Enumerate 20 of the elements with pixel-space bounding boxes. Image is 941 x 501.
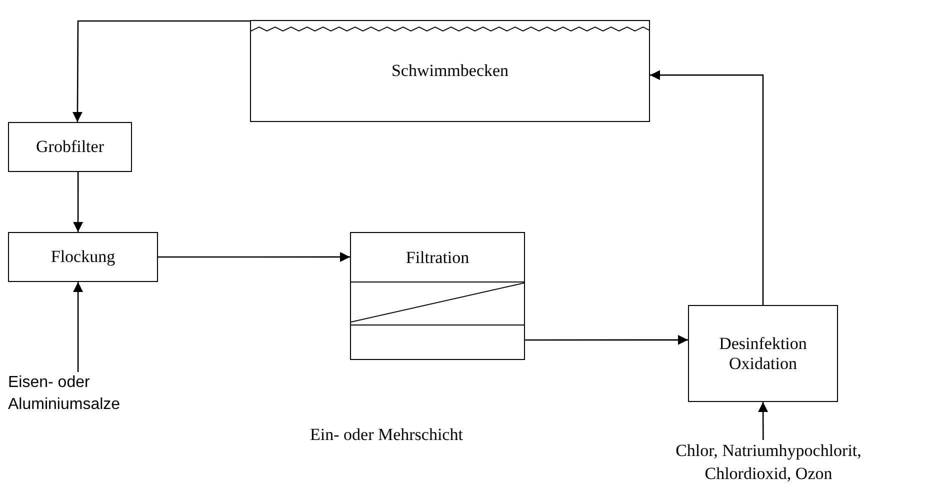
annotation-text: Chlor, Natriumhypochlorit, Chlordioxid, Ozon <box>636 440 901 492</box>
box-label: Flockung <box>50 247 116 267</box>
box-label: Schwimmbecken <box>391 61 509 81</box>
box-label: Filtration <box>404 247 470 269</box>
flow-arrow <box>525 334 688 345</box>
box-label: Desinfektion Oxidation <box>718 334 808 374</box>
flow-arrow <box>73 282 84 372</box>
flow-arrow <box>758 402 768 440</box>
flow-arrow <box>158 252 350 262</box>
caption-text: Ein- oder Mehrschicht <box>310 425 463 445</box>
process-box <box>8 232 158 282</box>
filter-box <box>350 232 525 360</box>
annotation-text: Eisen- oder Aluminiumsalze <box>8 372 158 418</box>
process-box <box>688 305 838 402</box>
flow-arrow <box>72 20 250 122</box>
flow-arrow <box>73 172 84 232</box>
pool-box <box>250 20 650 122</box>
box-label: Grobfilter <box>36 137 104 157</box>
flow-arrow <box>650 70 764 305</box>
process-box <box>8 122 132 172</box>
